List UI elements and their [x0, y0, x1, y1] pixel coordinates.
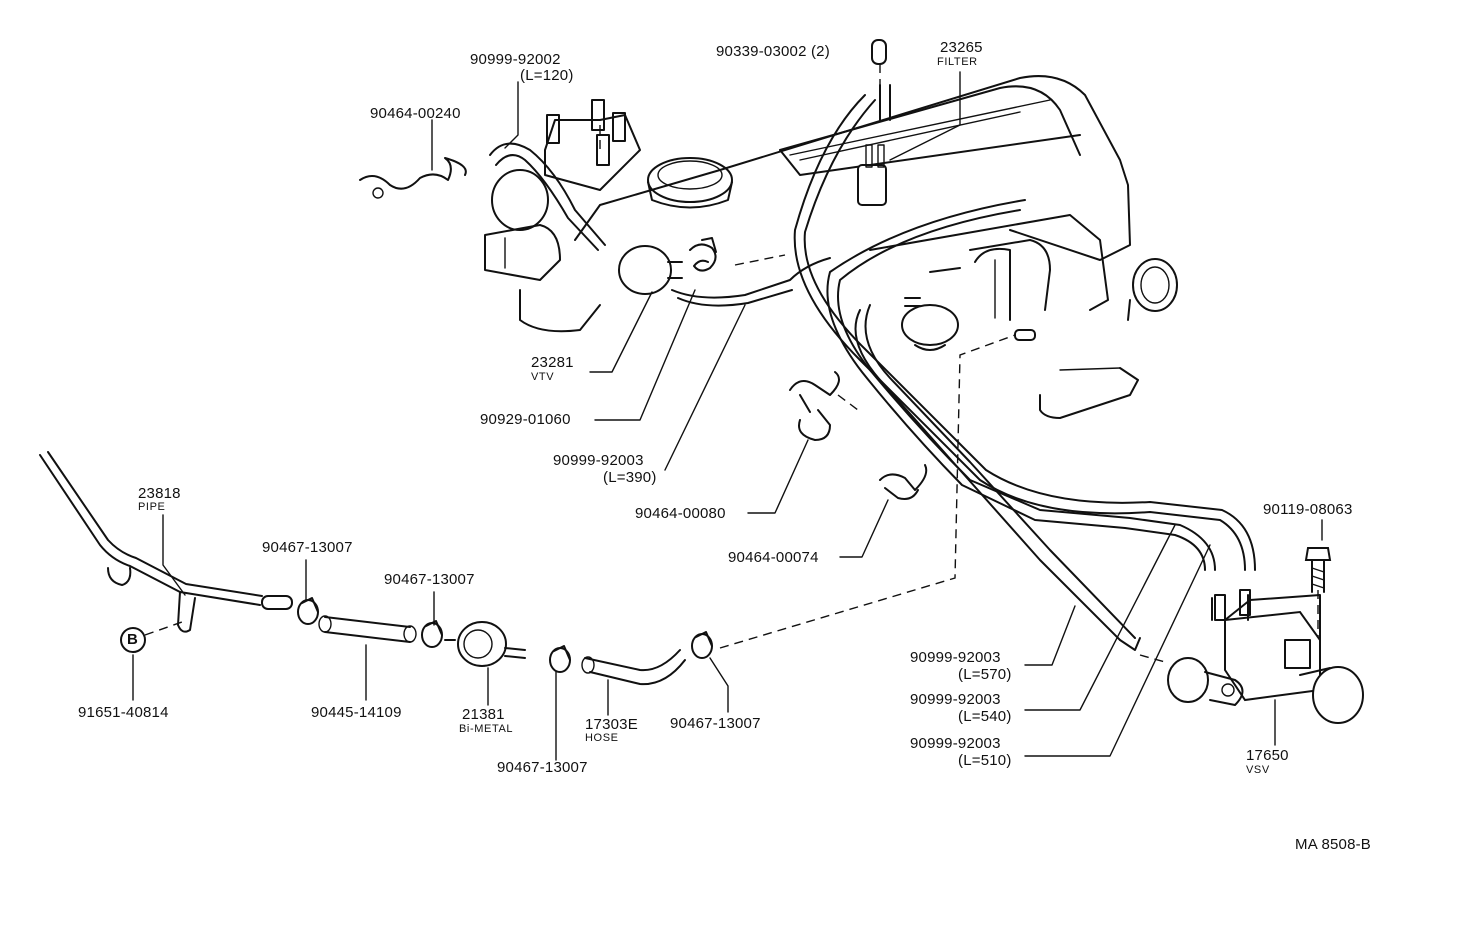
label-l570: (L=570) — [958, 666, 1012, 683]
dashed-connection-main — [719, 334, 1016, 649]
label-90445-14109: 90445-14109 — [311, 704, 402, 721]
clamp-a — [297, 597, 319, 625]
hose-90445 — [318, 615, 417, 643]
label-l510: (L=510) — [958, 752, 1012, 769]
oil-filler-cap — [647, 157, 733, 209]
label-17650: 17650 — [1246, 747, 1289, 764]
clamp-c — [549, 645, 571, 673]
bimetal-21381 — [444, 621, 526, 667]
pipe-23818 — [39, 451, 293, 633]
engine-valve-cover — [574, 75, 1178, 419]
label-l540: (L=540) — [958, 708, 1012, 725]
label-90999-92002-length: (L=120) — [520, 67, 574, 84]
clip-90464-00074 — [879, 464, 928, 500]
label-pipe: PIPE — [138, 501, 166, 513]
vsv-17650 — [1167, 589, 1364, 724]
reference-b-circle — [120, 627, 146, 653]
vacuum-actuator — [901, 267, 1036, 351]
hose-l120 — [489, 142, 606, 246]
filter-unit — [857, 39, 891, 206]
label-vtv: VTV — [531, 371, 555, 383]
label-90467-13007-c: 90467-13007 — [497, 759, 588, 776]
label-90467-13007-b: 90467-13007 — [384, 571, 475, 588]
dashed-connection-b — [144, 621, 183, 636]
label-90999-92002: 90999-92002 — [470, 51, 561, 68]
label-90464-00074: 90464-00074 — [728, 549, 819, 566]
hose-l390 — [671, 257, 831, 299]
label-90119-08063: 90119-08063 — [1263, 501, 1353, 518]
label-filter: FILTER — [937, 56, 978, 68]
label-90999-92003-l540: 90999-92003 — [910, 691, 1001, 708]
hose-17303E — [581, 649, 686, 686]
label-90999-92003-l390: 90999-92003 — [553, 452, 644, 469]
label-21381: 21381 — [462, 706, 505, 723]
label-90929-01060: 90929-01060 — [480, 411, 571, 428]
drawing-code: MA 8508-B — [1295, 836, 1372, 853]
clamp-d — [691, 631, 713, 659]
label-23265: 23265 — [940, 39, 983, 56]
clip-90464-00080 — [789, 371, 840, 441]
label-90339-03002: 90339-03002 (2) — [716, 43, 830, 60]
hose-bundle — [793, 94, 1256, 651]
distributor — [484, 99, 641, 333]
label-90999-92003-l510: 90999-92003 — [910, 735, 1001, 752]
label-90467-13007-d: 90467-13007 — [670, 715, 761, 732]
clamp-b — [421, 620, 443, 648]
leader-lines — [132, 71, 1323, 761]
label-bi-metal: Bi-METAL — [459, 723, 514, 735]
label-hose: HOSE — [585, 732, 619, 744]
vtv-valve — [618, 245, 683, 295]
label-90464-00240: 90464-00240 — [370, 105, 461, 122]
label-23281: 23281 — [531, 354, 574, 371]
clip-90929 — [689, 237, 717, 272]
label-91651-40814: 91651-40814 — [78, 704, 169, 721]
label-90464-00080: 90464-00080 — [635, 505, 726, 522]
label-17303E: 17303E — [585, 716, 638, 733]
label-90999-92003-l570: 90999-92003 — [910, 649, 1001, 666]
label-23818: 23818 — [138, 485, 181, 502]
label-l390: (L=390) — [603, 469, 657, 486]
clamp-ring — [372, 187, 384, 199]
dashed-connection-clip — [837, 394, 859, 411]
label-90467-13007-a: 90467-13007 — [262, 539, 353, 556]
clamp-wire — [359, 157, 467, 190]
label-vsv: VSV — [1246, 764, 1270, 776]
bolt-90119 — [1304, 547, 1332, 593]
reference-b-letter: B — [127, 631, 139, 648]
